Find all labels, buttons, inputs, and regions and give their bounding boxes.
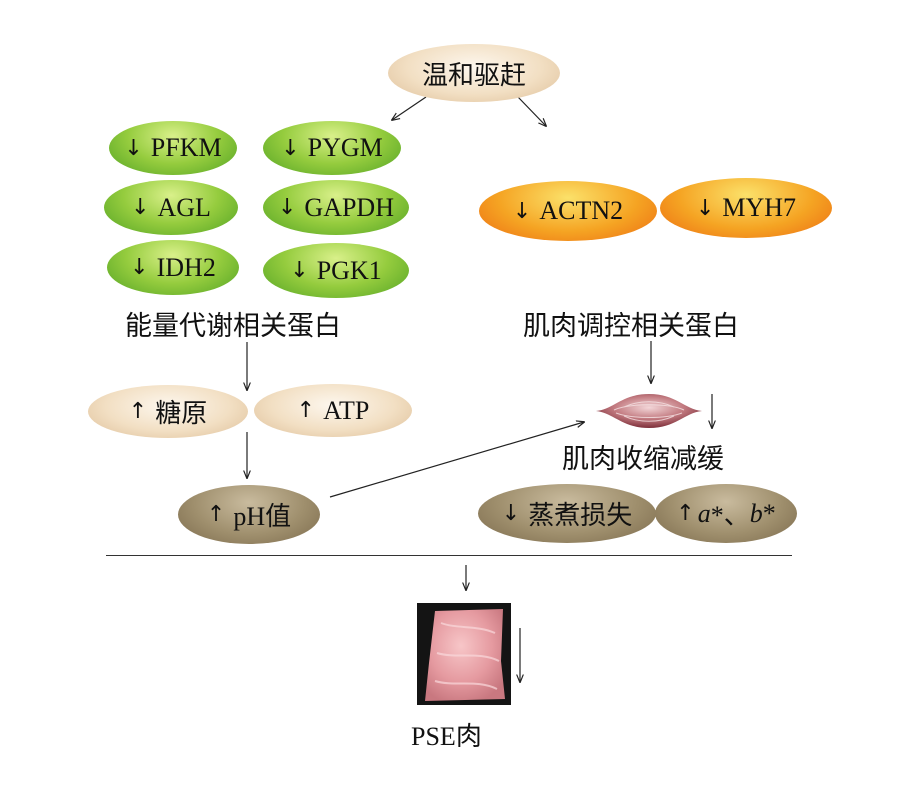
color-separator: *、 [710, 501, 750, 530]
down-arrow-icon: ↓ [131, 195, 150, 220]
muscle-icon [596, 394, 702, 428]
up-arrow-icon: ↑ [676, 501, 695, 526]
arrow-to-energy-proteins [392, 96, 427, 120]
atp-label: ATP [323, 395, 370, 425]
protein-idh2-node: ↓ IDH2 [107, 240, 239, 295]
color-b-star: * [762, 498, 776, 528]
up-arrow-icon: ↑ [206, 502, 226, 527]
muscle-group-label: 肌肉调控相关蛋白 [523, 311, 739, 342]
glycogen-label: 糖原 [155, 399, 208, 429]
color-b-label: b [749, 498, 763, 528]
protein-pfkm-label: PFKM [150, 133, 222, 162]
protein-myh7-node: ↓ MYH7 [660, 178, 832, 238]
mild-driving-text: 温和驱赶 [421, 60, 526, 91]
glycogen-node: ↑ 糖原 [88, 385, 248, 438]
muscle-effect-label: 肌肉收缩减缓 [562, 444, 724, 475]
meat-icon [425, 609, 505, 701]
protein-pfkm-node: ↓ PFKM [109, 121, 237, 175]
protein-myh7-label: MYH7 [722, 193, 797, 222]
down-arrow-icon: ↓ [130, 255, 149, 280]
arrow-ph-to-muscle [329, 422, 584, 498]
down-arrow-icon: ↓ [695, 195, 715, 221]
pse-label-latin: PSE [411, 722, 456, 751]
protein-pygm-node: ↓ PYGM [263, 121, 401, 175]
down-arrow-icon: ↓ [501, 501, 521, 526]
protein-pgk1-node: ↓ PGK1 [263, 243, 409, 298]
down-arrow-icon: ↓ [124, 135, 143, 161]
ph-label: pH值 [233, 502, 292, 531]
up-arrow-icon: ↑ [128, 399, 148, 424]
color-values-node: ↑ a*、b* [655, 484, 797, 543]
pse-meat-label: PSE肉 [411, 716, 482, 753]
arrow-to-muscle-proteins [517, 96, 546, 126]
down-arrow-icon: ↓ [290, 258, 309, 283]
divider-line [106, 555, 792, 556]
pse-label-cn: 肉 [455, 722, 482, 752]
protein-idh2-label: IDH2 [156, 252, 216, 282]
cooking-loss-label: 蒸煮损失 [528, 501, 633, 531]
protein-agl-label: AGL [157, 192, 211, 222]
up-arrow-icon: ↑ [296, 398, 316, 423]
energy-group-label: 能量代谢相关蛋白 [125, 311, 341, 342]
protein-actn2-node: ↓ ACTN2 [479, 181, 657, 241]
protein-gapdh-label: GAPDH [304, 192, 394, 222]
down-arrow-icon: ↓ [281, 135, 300, 161]
protein-pygm-label: PYGM [307, 133, 383, 162]
cooking-loss-node: ↓ 蒸煮损失 [478, 484, 656, 543]
down-arrow-icon: ↓ [512, 198, 532, 224]
ph-node: ↑ pH值 [178, 485, 320, 544]
protein-actn2-label: ACTN2 [539, 196, 624, 225]
down-arrow-icon: ↓ [277, 195, 297, 220]
atp-node: ↑ ATP [254, 384, 412, 437]
color-a-label: a [697, 498, 711, 528]
mild-driving-node: 温和驱赶 [388, 44, 560, 102]
protein-agl-node: ↓ AGL [104, 180, 238, 235]
protein-pgk1-label: PGK1 [316, 255, 382, 285]
protein-gapdh-node: ↓ GAPDH [263, 180, 409, 235]
pse-meat-image [417, 603, 511, 705]
